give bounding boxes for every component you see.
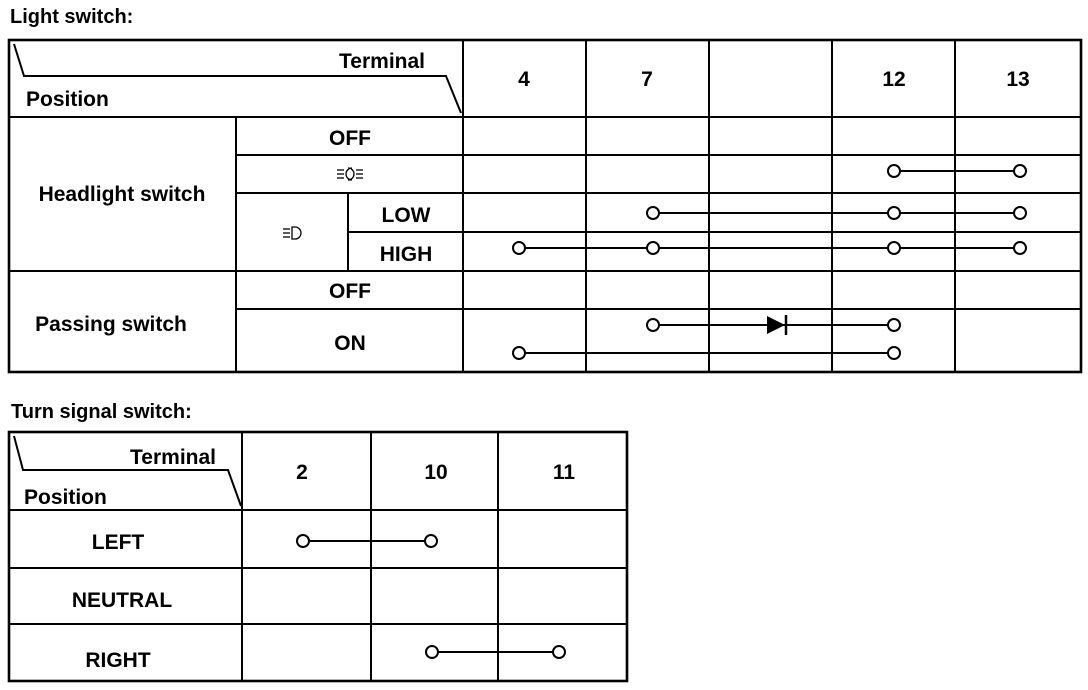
passing-on-label: ON [334, 332, 366, 355]
low-beam-label: LOW [382, 204, 431, 227]
terminal-point [424, 534, 438, 548]
continuity-passing-diode [646, 315, 901, 335]
passing-off-label: OFF [329, 280, 371, 303]
high-beam-label: HIGH [380, 243, 433, 266]
terminal-point [1013, 164, 1027, 178]
ts-terminal-10: 10 [424, 461, 447, 484]
terminal-7: 7 [641, 68, 653, 91]
turn-signal-title: Turn signal switch: [11, 401, 192, 423]
continuity-low [646, 206, 1027, 220]
diode-icon [767, 315, 788, 335]
ts-terminal-11: 11 [553, 461, 576, 484]
continuity-high [512, 241, 1027, 255]
terminal-point [1013, 241, 1027, 255]
light-switch-table [7, 38, 1083, 374]
header-position-label: Position [26, 88, 109, 111]
terminal-point [646, 318, 660, 332]
ts-header-position-label: Position [24, 486, 107, 509]
terminal-point [646, 241, 660, 255]
continuity-left [296, 534, 438, 548]
passing-switch-label: Passing switch [35, 313, 187, 336]
parking-light-icon [337, 167, 363, 181]
terminal-point [887, 206, 901, 220]
continuity-parking [887, 164, 1027, 178]
terminal-point [887, 318, 901, 332]
turn-signal-table [7, 430, 629, 683]
headlight-switch-label: Headlight switch [39, 183, 206, 206]
headlight-off-label: OFF [329, 127, 371, 150]
terminal-point [887, 346, 901, 360]
terminal-12: 12 [882, 68, 905, 91]
terminal-point [512, 346, 526, 360]
headlight-icon [283, 226, 302, 240]
terminal-point [1013, 206, 1027, 220]
terminal-point [887, 241, 901, 255]
ts-header-terminal-label: Terminal [130, 446, 216, 469]
terminal-point [512, 241, 526, 255]
continuity-passing [512, 346, 901, 360]
ts-terminal-2: 2 [296, 461, 308, 484]
terminal-point [646, 206, 660, 220]
terminal-point [425, 645, 439, 659]
terminal-point [887, 164, 901, 178]
header-terminal-label: Terminal [339, 50, 425, 73]
terminal-4: 4 [518, 68, 530, 91]
ts-neutral-label: NEUTRAL [72, 589, 172, 612]
terminal-point [296, 534, 310, 548]
light-switch-title: Light switch: [10, 6, 133, 28]
terminal-point [552, 645, 566, 659]
continuity-right [425, 645, 566, 659]
ts-right-label: RIGHT [85, 649, 151, 672]
terminal-13: 13 [1006, 68, 1029, 91]
ts-left-label: LEFT [92, 531, 145, 554]
